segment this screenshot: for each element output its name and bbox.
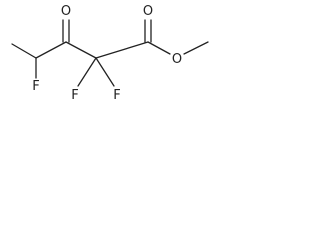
label-f-mid-left: F	[71, 88, 78, 103]
bond-c3-c2	[65, 41, 97, 59]
molecule-structure: O O O F F F	[11, 4, 209, 103]
bond-c2-c1	[95, 41, 149, 59]
label-o-ketone: O	[61, 4, 71, 19]
bond-c4-c3	[35, 41, 67, 59]
label-o-ester: O	[172, 52, 182, 67]
bond-o-methyl	[183, 41, 209, 55]
bond-c5-c4	[11, 43, 37, 59]
bond-c1-o-ester	[147, 41, 171, 55]
label-f-left: F	[32, 79, 39, 94]
label-f-mid-right: F	[113, 88, 120, 103]
label-o-ester-carbonyl: O	[143, 4, 153, 19]
bond-c2-f-right	[95, 57, 115, 87]
bond-c2-f-left	[77, 57, 97, 87]
structure-canvas: O O O F F F	[0, 0, 216, 118]
